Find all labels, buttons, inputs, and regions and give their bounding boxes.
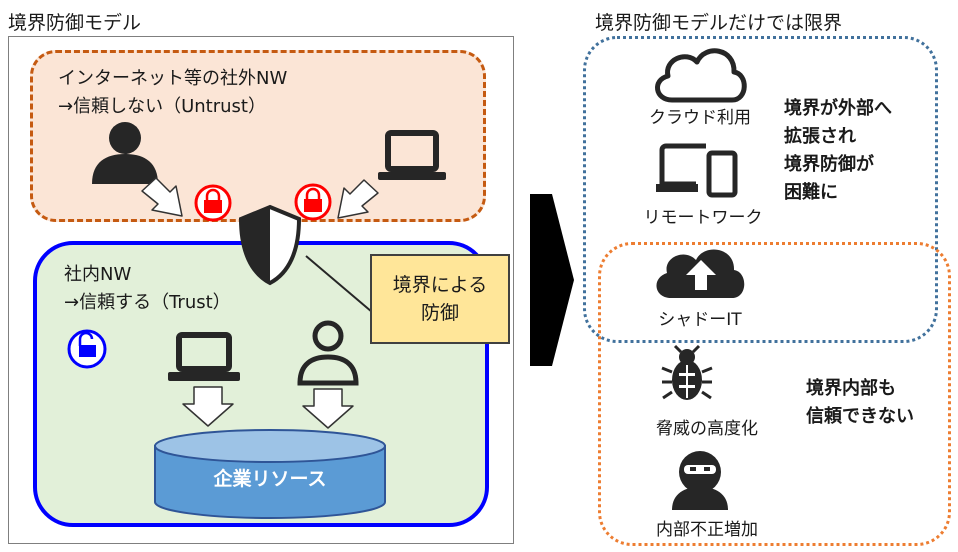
trust-label-1: 社内NW: [64, 264, 132, 285]
internal-user-icon: [297, 320, 359, 386]
shield-icon: [238, 204, 302, 286]
item-label-cloud: クラウド利用: [649, 108, 751, 128]
devices-icon: [656, 143, 738, 198]
note-boundary-line-1: 境界が外部へ: [784, 98, 892, 119]
open-lock-icon: [67, 329, 107, 369]
item-label-shadow-it: シャドーIT: [658, 310, 742, 330]
cloud-zone: [583, 36, 938, 343]
internal-laptop-icon: [168, 332, 240, 381]
callout-pointer: [305, 255, 373, 313]
ninja-icon: [672, 451, 728, 510]
untrust-label-1: インターネット等の社外NW: [58, 68, 288, 89]
external-user-icon: [92, 122, 158, 184]
transition-arrow-icon: [530, 194, 574, 366]
right-title: 境界防御モデルだけでは限界: [595, 12, 843, 34]
left-frame: [8, 36, 514, 544]
lock-right-icon: [294, 183, 332, 221]
arrow-in-right-icon: [337, 179, 379, 219]
external-laptop-icon: [378, 130, 446, 180]
note-trust-line-2: 信頼できない: [806, 406, 914, 427]
item-label-remote: リモートワーク: [643, 208, 763, 228]
note-boundary-line-3: 境界防御が: [784, 154, 874, 175]
callout-line-1: 境界による: [392, 273, 488, 296]
enterprise-resource-database: [154, 429, 386, 519]
cloud-upload-icon: [656, 249, 745, 298]
note-boundary-line-2: 拡張され: [784, 126, 856, 147]
note-trust-line-1: 境界内部も: [806, 378, 896, 399]
arrow-down-left-icon: [182, 386, 234, 427]
untrust-label-2: →信頼しない（Untrust）: [58, 96, 266, 117]
cloud-icon: [655, 48, 747, 103]
note-boundary-line-4: 困難に: [784, 182, 838, 203]
threat-zone: [598, 242, 951, 546]
bug-icon: [661, 344, 713, 400]
arrow-in-left-icon: [141, 177, 183, 217]
boundary-defense-callout: 境界による 防御: [370, 254, 510, 344]
resource-label: 企業リソース: [213, 468, 327, 490]
item-label-threat: 脅威の高度化: [656, 419, 758, 439]
item-label-insider: 内部不正増加: [656, 520, 758, 540]
trust-label-2: →信頼する（Trust）: [64, 292, 231, 313]
arrow-down-right-icon: [302, 388, 354, 429]
left-title: 境界防御モデル: [8, 12, 142, 34]
callout-line-2: 防御: [420, 302, 459, 324]
lock-left-icon: [194, 184, 232, 222]
left-diagram-graphics: [67, 122, 446, 519]
